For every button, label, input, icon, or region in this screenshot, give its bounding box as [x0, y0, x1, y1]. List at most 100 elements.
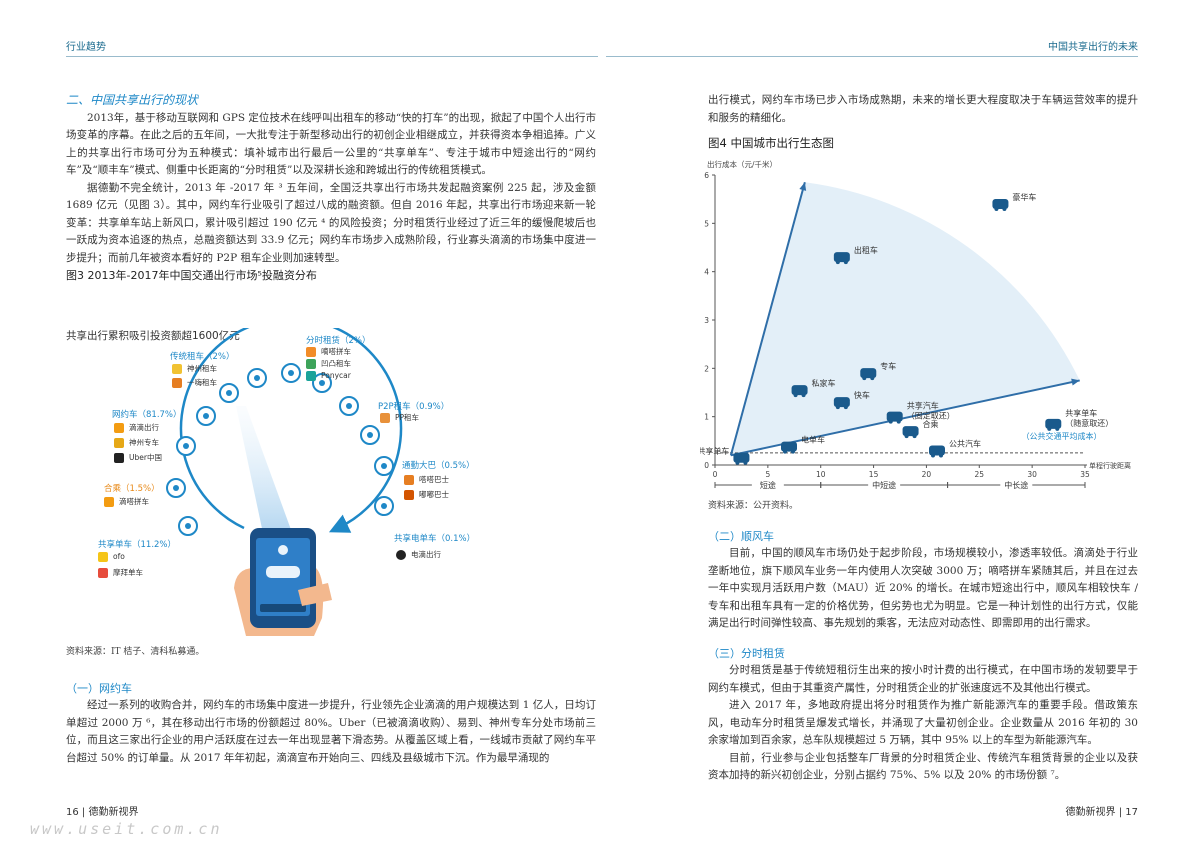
- data-point-label: 公共汽车: [949, 439, 981, 449]
- wheel-icon: [939, 453, 943, 458]
- vehicle-icon: [992, 199, 1009, 209]
- company-item: 一嗨租车: [172, 377, 217, 388]
- reference-line-label: （公共交通平均成本）: [1022, 431, 1102, 441]
- figure-4-source: 资料来源：公开资料。: [708, 501, 799, 511]
- data-point-4: 快车: [833, 390, 870, 410]
- category-label: 通勤大巴（0.5%）: [402, 461, 475, 471]
- upper-bound-arrow: [729, 181, 806, 456]
- band-label: 短途: [760, 480, 776, 490]
- data-point-6: 合乘: [902, 419, 939, 439]
- header-divider-right: [606, 56, 1138, 57]
- data-point-label: 共享单车: [700, 446, 729, 456]
- x-tick-label: 5: [765, 470, 770, 479]
- y-tick-label: 5: [704, 219, 709, 228]
- data-point-label: 共享汽车: [907, 401, 939, 411]
- category-label: 传统租车（2%）: [170, 352, 235, 362]
- wheel-icon: [862, 376, 867, 381]
- y-tick-label: 1: [704, 413, 709, 422]
- wheel-icon: [931, 453, 935, 458]
- paragraph: 据德勤不完全统计，2013 年 -2017 年 ³ 五年间，全国泛共享出行市场共…: [66, 181, 596, 264]
- footer-left: 16 | 德勤新视界: [66, 807, 139, 818]
- wheel-icon: [870, 376, 875, 381]
- company-item: Uber中国: [114, 452, 162, 463]
- arrow-head: [799, 182, 807, 191]
- vehicle-icon: [902, 426, 919, 437]
- category-label: 合乘（1.5%）: [104, 484, 160, 494]
- x-tick-label: 35: [1080, 470, 1090, 479]
- band-label: 中长途: [1004, 480, 1028, 490]
- y-tick-label: 4: [704, 268, 709, 277]
- x-tick-label: 0: [713, 470, 718, 479]
- vehicle-icon: [886, 411, 903, 422]
- figure-3-title: 图3 2013年-2017年中国交通出行市场⁵投融资分布: [66, 269, 317, 282]
- right-column: 出行模式，网约车市场已步入市场成熟期，未来的增长更大程度取决于车辆运营效率的提升…: [708, 92, 1138, 153]
- company-item: 嗒嗒巴士: [404, 474, 449, 485]
- cost-fan-area: [730, 182, 1080, 456]
- data-point-label: 共享单车: [1065, 408, 1097, 418]
- company-item: 嘟嘟巴士: [404, 489, 449, 500]
- data-point-7: 共享单车（随意取还）: [1045, 408, 1113, 431]
- figure-3-graphic: [166, 328, 403, 636]
- y-tick-label: 0: [704, 461, 709, 470]
- company-item: 滴滴出行: [114, 422, 159, 433]
- wheel-icon: [896, 419, 901, 424]
- subsection-title: （三）分时租赁: [708, 646, 785, 660]
- band-label: 中短途: [872, 480, 896, 490]
- company-item: 滴嗒拼车: [104, 496, 149, 507]
- x-tick-label: 15: [869, 470, 879, 479]
- figure-3-subtitle: 共享出行累积吸引投资额超1600亿元: [66, 330, 240, 342]
- watermark: www.useit.com.cn: [30, 820, 223, 838]
- data-point-label: 私家车: [812, 378, 836, 388]
- phone-illustration: [234, 528, 332, 636]
- cycle-arc: [179, 328, 403, 533]
- distance-band: 中长途: [947, 480, 1086, 490]
- x-tick-label: 20: [922, 470, 932, 479]
- wheel-icon: [801, 393, 806, 398]
- company-item: 神州专车: [114, 437, 159, 448]
- data-point-label: 合乘: [923, 419, 939, 429]
- section-label: 行业趋势: [66, 42, 106, 53]
- vehicle-icon: [1045, 418, 1062, 429]
- paragraph: 出行模式，网约车市场已步入市场成熟期，未来的增长更大程度取决于车辆运营效率的提升…: [708, 94, 1138, 124]
- vehicle-icon: [860, 368, 877, 379]
- category-label: 共享单车（11.2%）: [98, 540, 177, 550]
- company-item: PP租车: [380, 412, 419, 423]
- vehicle-icon: [733, 452, 750, 463]
- company-item: 电滴出行: [396, 549, 441, 560]
- company-item: ofo: [98, 552, 125, 562]
- figure-4-title: 图4 中国城市出行生态图: [708, 136, 834, 150]
- left-column-bottom: 资料来源：IT 桔子、清科私募通。 （一）网约车 经过一系列的收购合并，网约车的…: [66, 644, 596, 767]
- wheel-icon: [1055, 426, 1060, 431]
- data-point-label: 电单车: [801, 435, 825, 445]
- x-tick-label: 10: [816, 470, 826, 479]
- document-title: 中国共享出行的未来: [1048, 42, 1138, 53]
- company-item: 嘀嗒拼车: [306, 346, 351, 357]
- distance-band: 短途: [714, 480, 822, 490]
- data-point-label: 豪华车: [1012, 192, 1036, 202]
- data-point-label: 快车: [854, 390, 870, 400]
- wheel-icon: [843, 260, 848, 265]
- vehicle-icon: [791, 385, 808, 396]
- data-point-3: 专车: [860, 361, 896, 381]
- left-column: 二、中国共享出行的现状 2013年，基于移动互联网和 GPS 定位技术在线呼叫出…: [66, 92, 596, 285]
- data-point-10: 共享单车: [700, 446, 750, 465]
- data-point-label: 专车: [880, 361, 896, 371]
- footer-right: 德勤新视界 | 17: [1065, 807, 1138, 818]
- wheel-icon: [904, 434, 909, 439]
- distance-band: 中短途: [820, 480, 949, 490]
- category-label: P2P租车（0.9%）: [378, 402, 450, 412]
- data-point-2: 私家车: [791, 378, 836, 398]
- vehicle-icon: [833, 397, 850, 408]
- wheel-icon: [994, 207, 999, 211]
- data-point-1: 出租车: [833, 245, 878, 265]
- page-number: 16: [66, 807, 79, 818]
- vehicle-icon: [929, 445, 945, 456]
- x-axis-label: 单程行驶距离: [1089, 461, 1131, 470]
- wheel-icon: [835, 260, 840, 265]
- subsection-title: （一）网约车: [66, 681, 132, 695]
- wheel-icon: [743, 460, 748, 465]
- footer-brand: 德勤新视界: [88, 807, 139, 818]
- wheel-icon: [791, 449, 795, 454]
- paragraph: 目前，行业参与企业包括整车厂背景的分时租赁企业、传统汽车租赁背景的企业以及获资本…: [708, 751, 1138, 782]
